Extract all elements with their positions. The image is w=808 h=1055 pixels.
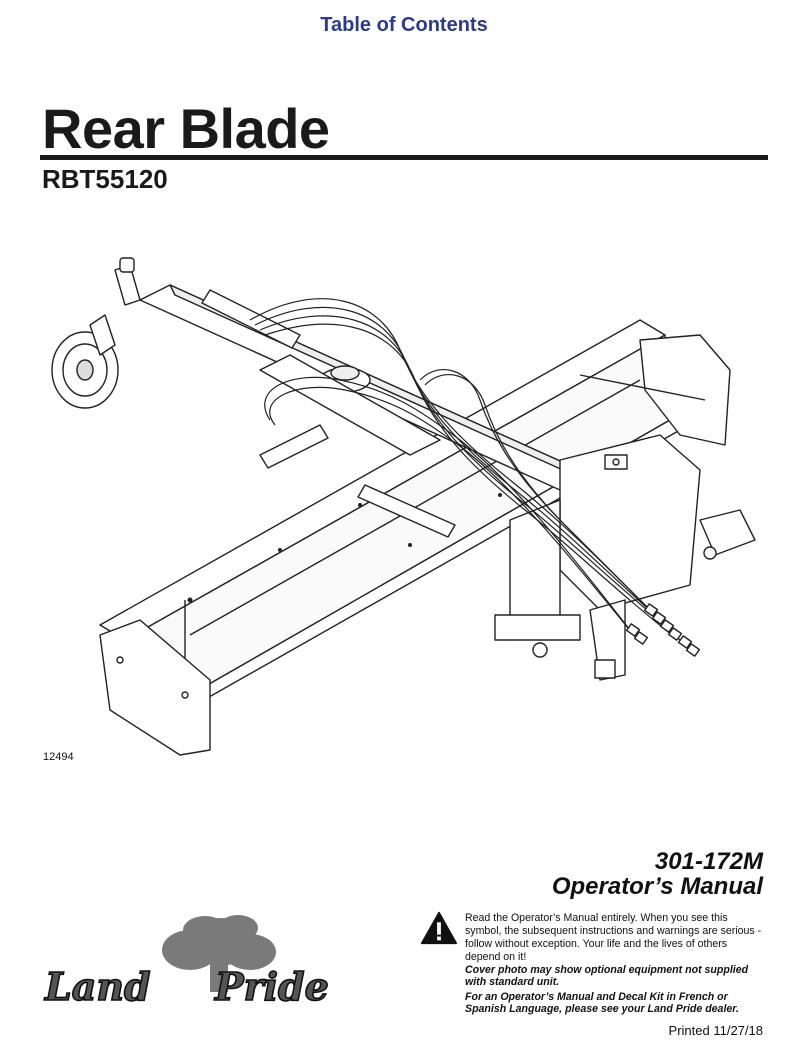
safety-warning-text: Read the Operator’s Manual entirely. Whe… (465, 912, 762, 963)
hydraulic-hoses (249, 298, 689, 649)
hose-couplers (625, 603, 701, 657)
three-point-hitch (494, 434, 756, 681)
tree-logo-icon (162, 915, 276, 992)
cover-photo-note: Cover photo may show optional equipment … (465, 964, 749, 988)
svg-text:Land: Land (44, 964, 151, 1009)
figure-number: 12494 (43, 751, 74, 763)
product-title: Rear Blade (42, 97, 330, 160)
document-type: Operator’s Manual (551, 873, 763, 900)
left-end-plate (99, 619, 211, 756)
language-note: For an Operator’s Manual and Decal Kit i… (465, 991, 739, 1015)
title-rule (40, 155, 768, 160)
table-of-contents-link[interactable]: Table of Contents (320, 14, 488, 36)
document-number: 301-172M (654, 848, 763, 875)
rear-blade-illustration (51, 257, 756, 756)
right-end-plate (639, 334, 731, 446)
swivel-turntable (259, 354, 441, 456)
land-pride-logo: Land Pride (43, 915, 330, 1010)
printed-date: Printed 11/27/18 (668, 1023, 763, 1038)
warning-triangle-icon (420, 911, 458, 945)
svg-text:Pride: Pride (214, 964, 329, 1009)
model-number: RBT55120 (42, 164, 168, 194)
tail-wheel (51, 257, 141, 409)
blade-bolt-holes (187, 493, 502, 603)
